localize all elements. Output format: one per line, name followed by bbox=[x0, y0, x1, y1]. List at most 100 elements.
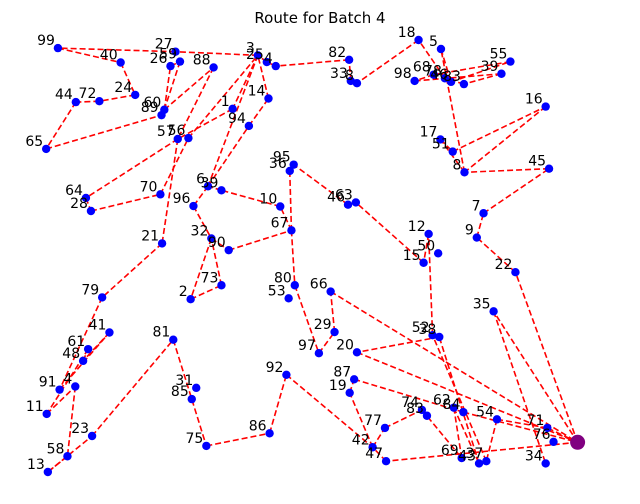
node-point-45 bbox=[544, 164, 554, 173]
route-segment bbox=[228, 229, 292, 251]
node-label: 46 bbox=[430, 67, 448, 83]
node-point-53 bbox=[284, 294, 293, 303]
route-segment bbox=[422, 233, 430, 263]
node-label: 26 bbox=[150, 51, 168, 67]
route-segment bbox=[463, 411, 578, 444]
node-label: 7 bbox=[472, 198, 481, 214]
node-label: 29 bbox=[314, 317, 332, 333]
route-segment bbox=[293, 164, 349, 206]
node-point-83 bbox=[459, 79, 469, 89]
node-label: 73 bbox=[201, 270, 219, 286]
node-point-83 bbox=[422, 411, 432, 420]
node-label: 51 bbox=[432, 137, 450, 153]
node-point-12 bbox=[424, 229, 433, 239]
route-segment bbox=[450, 60, 511, 83]
node-label: 76 bbox=[533, 427, 551, 443]
route-segment bbox=[210, 238, 223, 286]
node-label: 83 bbox=[406, 401, 424, 417]
node-point-25 bbox=[262, 57, 271, 67]
route-segment bbox=[231, 54, 259, 110]
node-label: 91 bbox=[39, 375, 57, 391]
node-point-22 bbox=[511, 268, 520, 277]
node-point-67 bbox=[287, 226, 296, 235]
node-label: 52 bbox=[412, 320, 430, 336]
node-label: 17 bbox=[420, 124, 438, 140]
route-nodes bbox=[41, 35, 586, 477]
node-point-59 bbox=[175, 57, 185, 66]
node-point-85 bbox=[187, 394, 196, 404]
node-label: 94 bbox=[228, 111, 246, 127]
node-label: 75 bbox=[185, 431, 203, 447]
node-point-14 bbox=[264, 94, 273, 103]
node-point-86 bbox=[265, 429, 274, 438]
node-point-4 bbox=[271, 61, 280, 71]
node-label: 62 bbox=[433, 393, 451, 409]
node-label: 28 bbox=[70, 196, 88, 212]
node-label: 35 bbox=[473, 296, 491, 312]
node-point-38 bbox=[435, 332, 444, 342]
route-segment bbox=[329, 291, 336, 333]
route-segment bbox=[91, 339, 174, 437]
node-label: 95 bbox=[273, 150, 291, 166]
node-point-91 bbox=[55, 385, 64, 394]
node-label: 12 bbox=[408, 219, 426, 235]
route-segment bbox=[207, 55, 259, 187]
node-label: 50 bbox=[417, 238, 435, 254]
route-segment bbox=[175, 50, 258, 57]
node-point-16 bbox=[541, 102, 550, 111]
node-point-61 bbox=[83, 344, 93, 354]
node-label: 89 bbox=[141, 100, 159, 116]
node-label: 39 bbox=[201, 175, 219, 191]
node-point-43 bbox=[474, 459, 484, 468]
node-point-39 bbox=[497, 69, 506, 78]
node-label: 42 bbox=[352, 432, 370, 448]
route-segment bbox=[452, 105, 547, 153]
node-point-98 bbox=[410, 76, 419, 86]
node-label: 90 bbox=[208, 235, 226, 251]
node-label: 4 bbox=[63, 372, 72, 388]
route-segment bbox=[356, 336, 440, 354]
node-label: 81 bbox=[152, 325, 170, 341]
route-segment bbox=[172, 339, 208, 447]
route-segment bbox=[189, 238, 213, 300]
node-label: 65 bbox=[25, 134, 43, 150]
node-label: 80 bbox=[274, 270, 292, 286]
node-label: 33 bbox=[330, 66, 348, 82]
node-point-56 bbox=[184, 133, 193, 143]
node-label: 36 bbox=[269, 156, 287, 172]
route-segment bbox=[58, 297, 103, 390]
node-point-64 bbox=[81, 193, 91, 203]
node-label: 25 bbox=[246, 47, 264, 63]
node-label: 11 bbox=[26, 399, 44, 415]
node-label: 70 bbox=[140, 179, 158, 195]
node-point-35 bbox=[489, 307, 498, 316]
route-segment bbox=[438, 336, 480, 464]
node-point-90 bbox=[224, 245, 233, 255]
node-label: 9 bbox=[465, 223, 474, 239]
node-label: 37 bbox=[465, 446, 483, 462]
node-point-68 bbox=[429, 70, 438, 79]
node-label: 99 bbox=[37, 33, 55, 49]
node-point-73 bbox=[217, 281, 226, 290]
node-point-66 bbox=[326, 287, 335, 296]
node-point-40 bbox=[116, 58, 125, 67]
node-label: 59 bbox=[159, 47, 177, 63]
node-point-24 bbox=[131, 90, 140, 100]
route-segment bbox=[248, 98, 270, 127]
node-label: 15 bbox=[403, 248, 421, 264]
route-segment bbox=[285, 374, 374, 448]
route-segment bbox=[439, 138, 466, 173]
route-segment bbox=[453, 407, 480, 464]
node-label: 20 bbox=[336, 337, 354, 353]
route-segment bbox=[483, 168, 550, 214]
route-segment bbox=[190, 284, 222, 300]
node-point-70 bbox=[156, 190, 165, 199]
node-label: 85 bbox=[171, 384, 189, 400]
node-point-44 bbox=[71, 97, 81, 107]
route-segment bbox=[257, 55, 270, 99]
node-point-37 bbox=[482, 457, 491, 466]
route-segment bbox=[268, 374, 288, 434]
node-label: 56 bbox=[168, 123, 186, 139]
node-point-87 bbox=[349, 375, 359, 384]
node-label: 60 bbox=[143, 95, 161, 111]
